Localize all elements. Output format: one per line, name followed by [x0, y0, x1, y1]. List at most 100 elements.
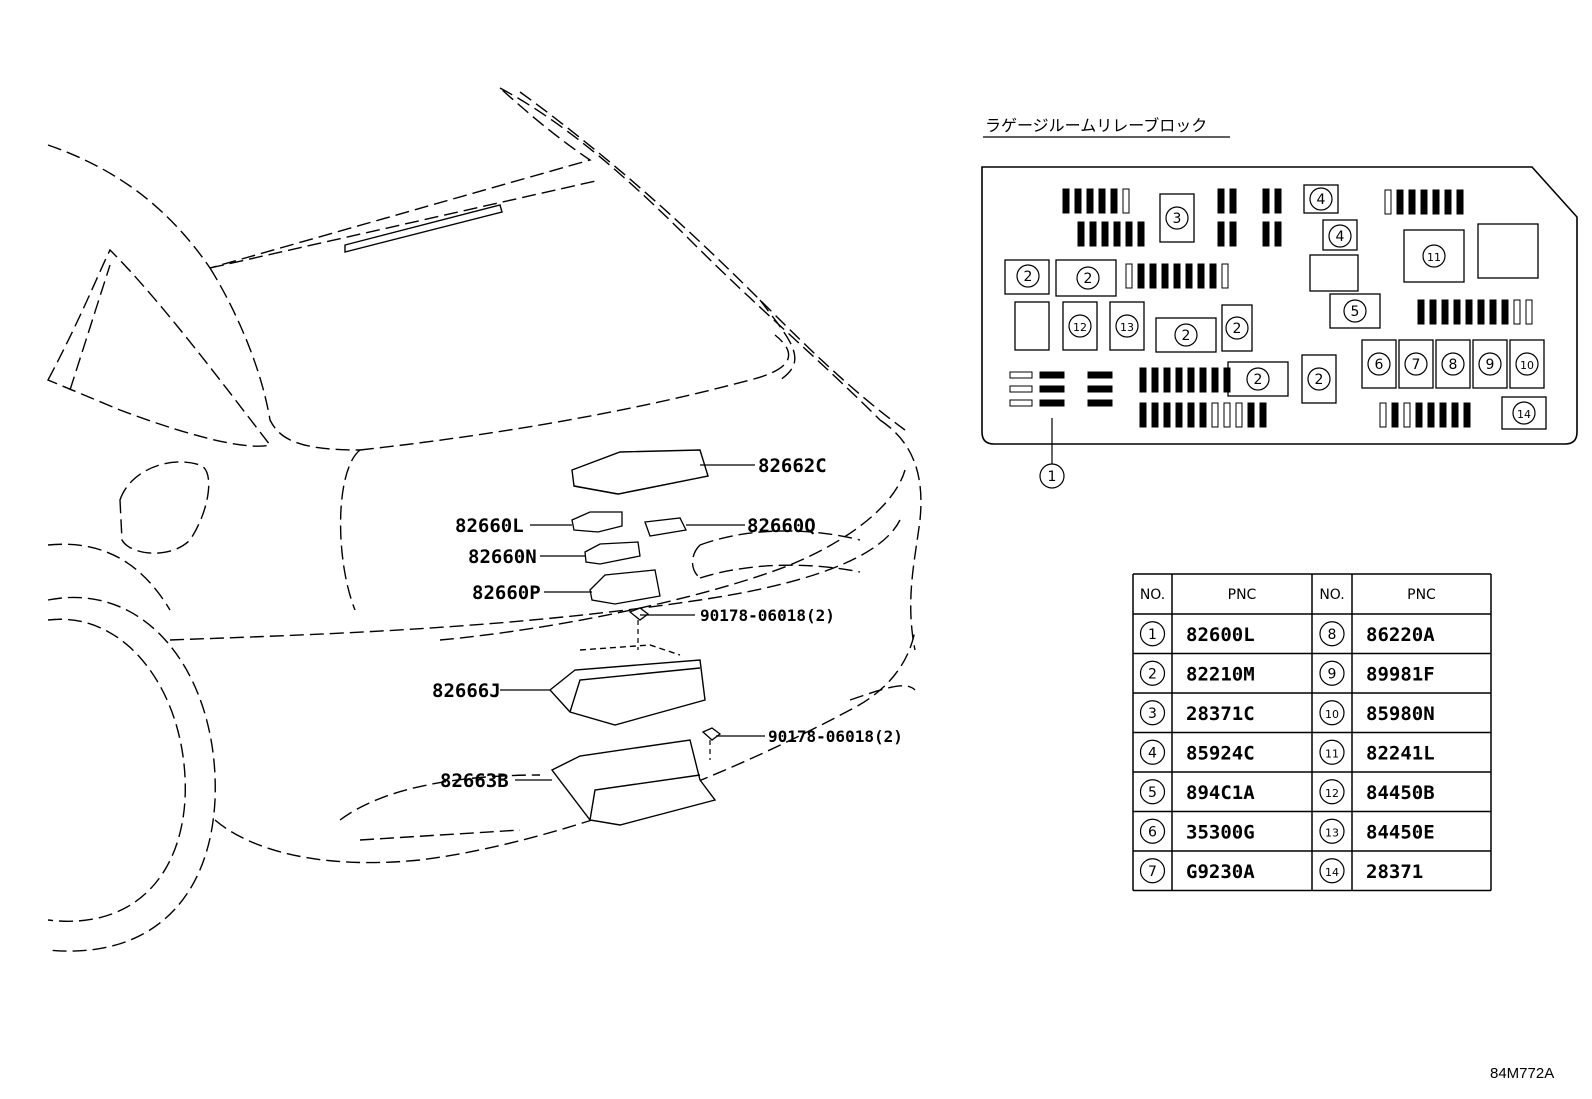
fuse-slot — [1235, 402, 1243, 428]
fuse-slot — [1163, 367, 1171, 393]
number-circle — [1319, 621, 1345, 647]
fuse-slot — [1489, 299, 1497, 325]
table-no: 9 — [1328, 666, 1337, 682]
fuse-slot — [1274, 221, 1282, 247]
number-circle — [1319, 858, 1345, 884]
number-circle — [1139, 779, 1166, 805]
fuse-slot — [1199, 367, 1207, 393]
fuse-slot — [1209, 263, 1217, 289]
fuse-slot — [1229, 188, 1237, 214]
fuse-slot — [1444, 189, 1452, 215]
callout-82660L: 82660L — [455, 515, 524, 537]
fuse-slot — [1451, 402, 1459, 428]
pos-8: 8 — [1449, 357, 1458, 373]
fuse-slot — [1175, 402, 1183, 428]
fuse-slot — [1199, 402, 1207, 428]
fuse-slot — [1122, 188, 1130, 214]
fuse-slots — [1009, 188, 1533, 428]
table-no: 4 — [1148, 745, 1157, 761]
fuse-slot — [1429, 299, 1437, 325]
fuse-slot — [1163, 402, 1171, 428]
fuse-slot — [1217, 221, 1225, 247]
fuse-slot — [1262, 188, 1270, 214]
table-pnc: 82241L — [1366, 742, 1435, 764]
fuse-slot — [1113, 221, 1121, 247]
pos-7: 7 — [1412, 357, 1421, 373]
callout-82663B: 82663B — [440, 770, 509, 792]
fuse-slot — [1391, 402, 1399, 428]
fuse-slot — [1039, 385, 1065, 393]
number-circle — [1319, 700, 1345, 726]
fuse-slot — [1417, 299, 1425, 325]
pos-2b: 2 — [1084, 271, 1093, 287]
fuse-slot — [1087, 385, 1113, 393]
fuse-slot — [1151, 402, 1159, 428]
table-pnc: 84450B — [1366, 782, 1435, 804]
fuse-slot — [1173, 263, 1181, 289]
pos-9: 9 — [1486, 357, 1495, 373]
fuse-slot — [1149, 263, 1157, 289]
fuse-slot — [1408, 189, 1416, 215]
fuse-slot — [1453, 299, 1461, 325]
fuse-slot — [1456, 189, 1464, 215]
pos-1: 1 — [1048, 469, 1057, 485]
fuse-slot — [1009, 371, 1033, 379]
fuse-slot — [1039, 371, 1065, 379]
table-pnc: 85980N — [1366, 703, 1435, 725]
table-header-no: NO. — [1140, 587, 1165, 603]
table-pnc: 85924C — [1186, 742, 1255, 764]
callout-nut-upper: 90178-06018(2) — [700, 606, 835, 625]
number-circle — [1139, 858, 1166, 884]
pos-10: 10 — [1520, 359, 1534, 372]
fuse-slot — [1379, 402, 1387, 428]
table-no: 8 — [1328, 627, 1337, 643]
fuse-slot — [1221, 263, 1229, 289]
position-numbers: 2 2 3 4 4 5 6 7 8 9 10 11 12 13 14 2 2 2… — [1024, 192, 1534, 485]
number-circle — [1139, 818, 1166, 844]
fuse-slot — [1187, 402, 1195, 428]
table-no: 5 — [1148, 785, 1157, 801]
table-pnc: 86220A — [1366, 624, 1435, 646]
callout-82662C: 82662C — [758, 455, 827, 477]
fuse-slot — [1110, 188, 1118, 214]
table-no: 11 — [1325, 747, 1339, 760]
fuse-slot — [1441, 299, 1449, 325]
fuse-slot — [1101, 221, 1109, 247]
pos-2a: 2 — [1024, 269, 1033, 285]
table-header-pnc: PNC — [1407, 587, 1436, 603]
table-pnc: 89981F — [1366, 663, 1435, 685]
table-no: 14 — [1325, 866, 1339, 879]
fuse-slot — [1009, 399, 1033, 407]
table-no: 2 — [1148, 666, 1157, 682]
fuse-slot — [1185, 263, 1193, 289]
table-pnc: G9230A — [1186, 861, 1255, 883]
bracket-82663B — [550, 739, 717, 826]
fuse-slot — [1087, 399, 1113, 407]
fuse-slot — [1087, 371, 1113, 379]
number-circle — [1139, 660, 1166, 686]
pos-4a: 4 — [1317, 192, 1326, 208]
fuse-slot — [1439, 402, 1447, 428]
relay-block-82666J — [548, 644, 706, 726]
table-pnc: 35300G — [1186, 821, 1255, 843]
fuse-slot — [1217, 188, 1225, 214]
callout-82660N: 82660N — [468, 546, 537, 568]
fuse-slot — [1525, 299, 1533, 325]
fuse-slot — [1501, 299, 1509, 325]
table-pnc: 84450E — [1366, 821, 1435, 843]
fuse-slot — [1074, 188, 1082, 214]
fuse-slot — [1187, 367, 1195, 393]
table-pnc: 28371C — [1186, 703, 1255, 725]
pos-2f: 2 — [1315, 372, 1324, 388]
fuse-slot — [1139, 402, 1147, 428]
fuse-slot — [1211, 402, 1219, 428]
relay-82660N — [584, 541, 641, 565]
number-circle — [1139, 621, 1166, 647]
pos-2c: 2 — [1182, 328, 1191, 344]
table-header-pnc: PNC — [1228, 587, 1257, 603]
pos-13: 13 — [1120, 321, 1134, 334]
fuse-slot — [1262, 221, 1270, 247]
number-circle — [1319, 779, 1345, 805]
fuse-slot — [1427, 402, 1435, 428]
table-no: 13 — [1325, 826, 1339, 839]
